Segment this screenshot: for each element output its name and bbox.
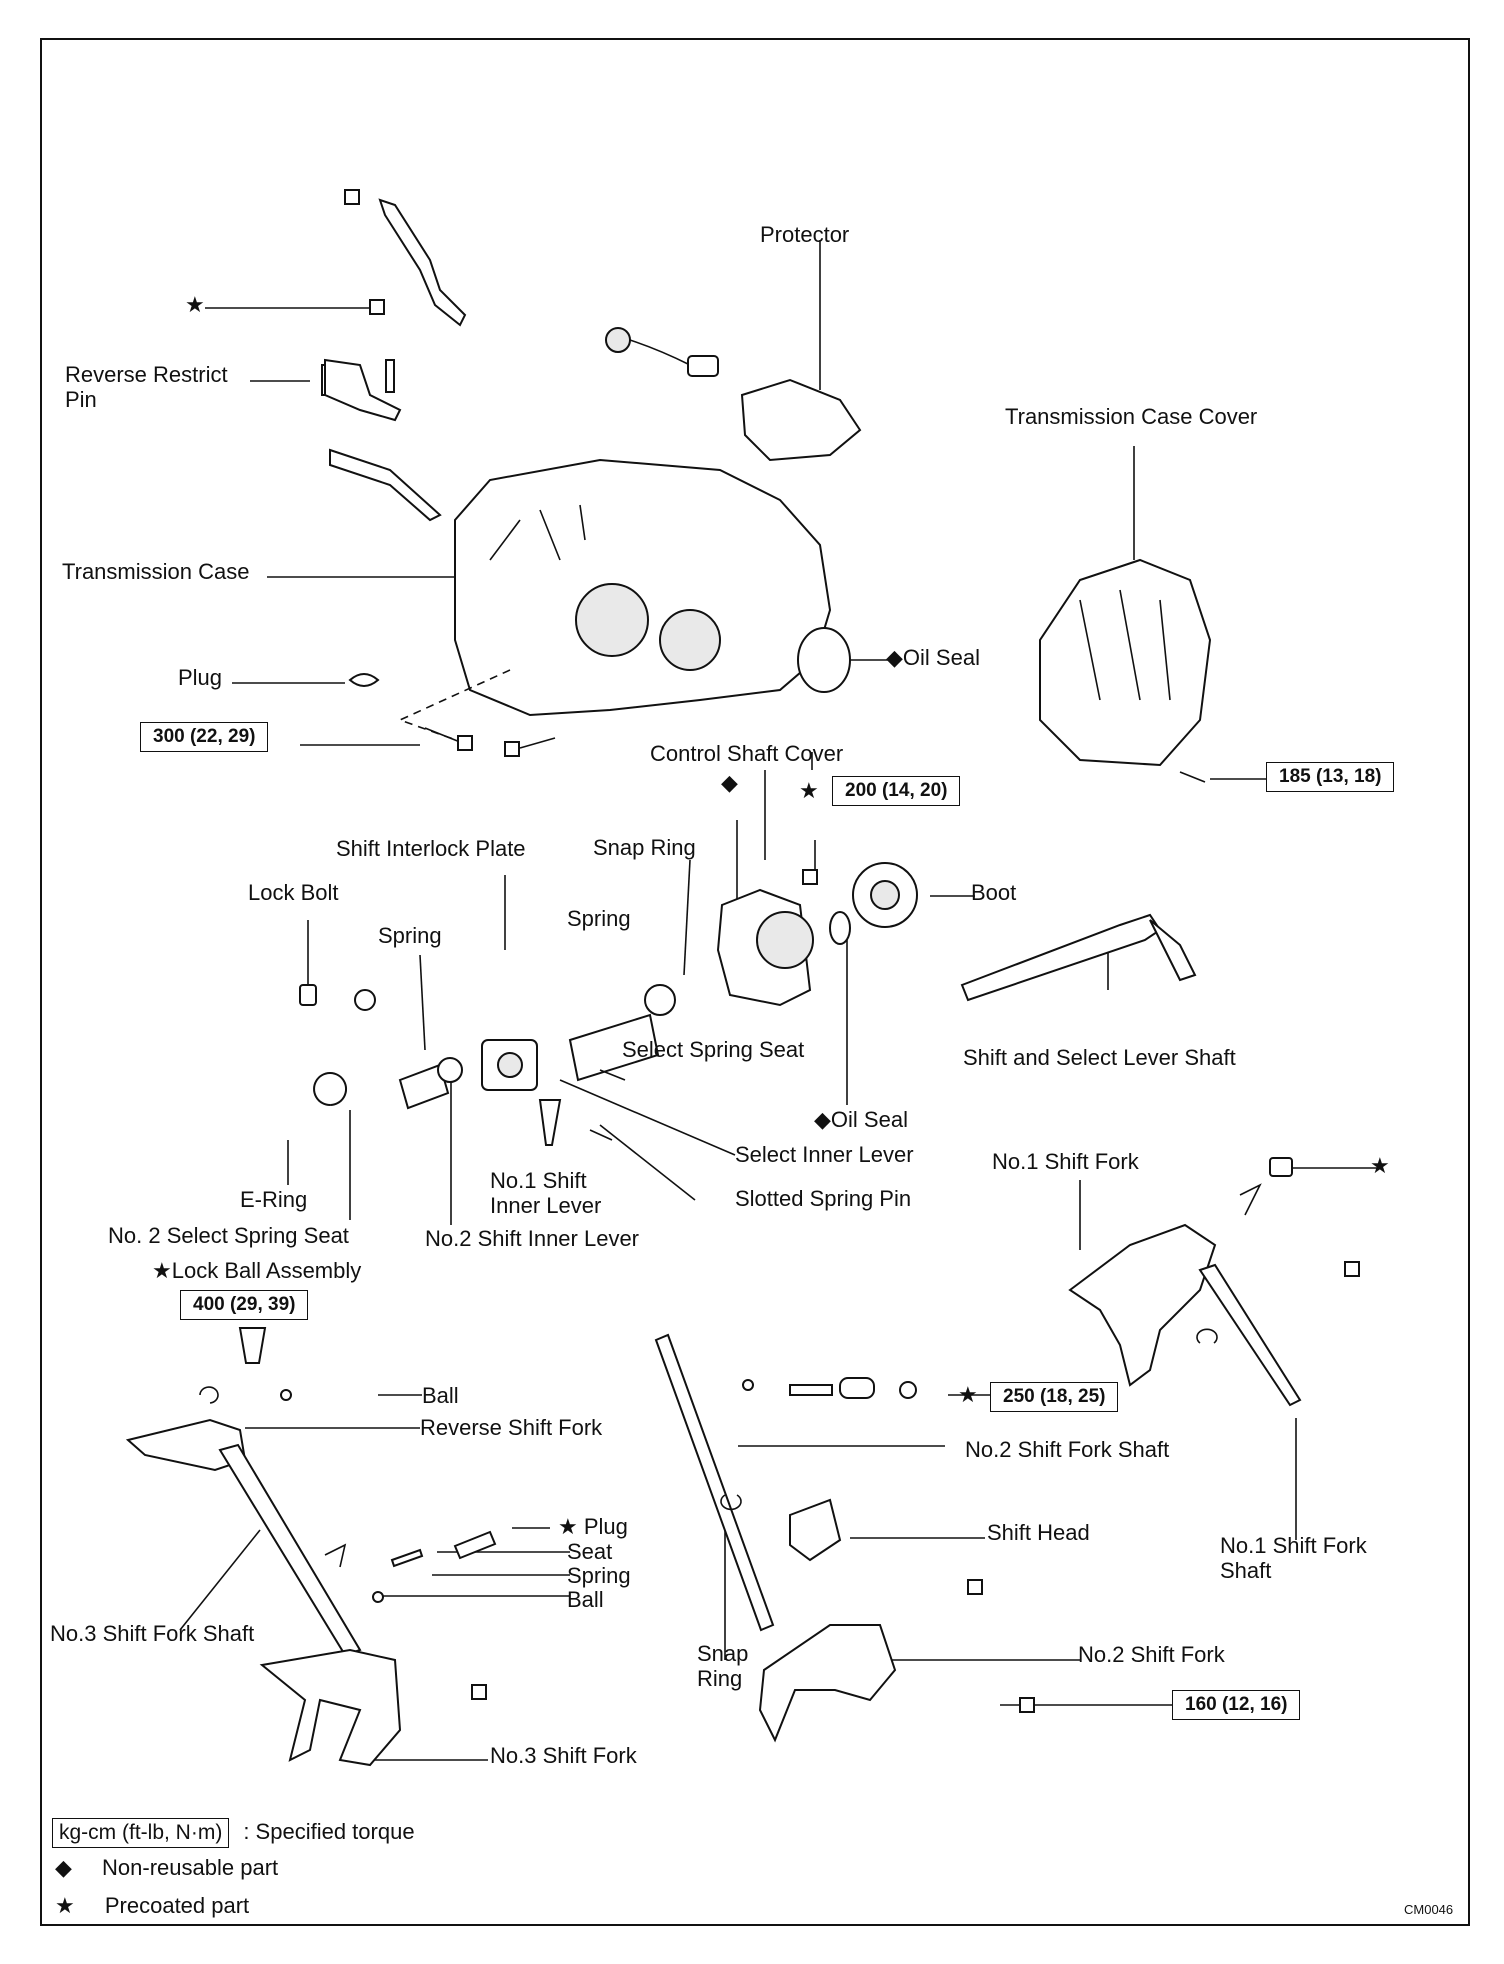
diamond-icon: ◆	[814, 1107, 831, 1132]
star-icon: ★	[799, 778, 819, 803]
star-icon: ★	[185, 292, 205, 317]
legend-diamond: ◆ Non-reusable part	[55, 1855, 278, 1881]
label-no2-shift-fork: No.2 Shift Fork	[1078, 1642, 1225, 1667]
label-ball-lower: Ball	[567, 1587, 604, 1612]
label-shift-head: Shift Head	[987, 1520, 1090, 1545]
legend-diamond-desc: Non-reusable part	[102, 1855, 279, 1880]
label-no1-shift-fork: No.1 Shift Fork	[992, 1149, 1139, 1174]
star-icon: ★	[958, 1382, 978, 1407]
label-spring-lower: Spring	[567, 1563, 631, 1588]
leader-lines	[179, 240, 1380, 1761]
label-snap-ring-top: Snap Ring	[593, 835, 696, 860]
label-no2-shift-inner-lever: No.2 Shift Inner Lever	[425, 1226, 640, 1251]
diagram-frame	[40, 38, 1470, 1926]
torque-box-250: 250 (18, 25)	[990, 1382, 1119, 1412]
label-reverse-shift-fork: Reverse Shift Fork	[420, 1415, 603, 1440]
lower-fork-parts	[125, 1327, 917, 1767]
label-control-shaft-cover: Control Shaft Cover	[650, 741, 844, 766]
label-ball-top: Ball	[422, 1383, 459, 1408]
bolt-drawings	[344, 189, 1360, 1713]
label-transmission-case-cover: Transmission Case Cover	[1005, 404, 1258, 429]
diamond-icon: ◆	[55, 1855, 72, 1880]
label-select-inner-lever: Select Inner Lever	[735, 1142, 914, 1167]
star-icon: ★	[55, 1893, 75, 1918]
label-select-spring-seat: Select Spring Seat	[622, 1037, 805, 1062]
label-no2-select-spring-seat: No. 2 Select Spring Seat	[108, 1223, 349, 1248]
legend-torque: kg-cm (ft-lb, N·m) : Specified torque	[52, 1818, 415, 1848]
label-boot: Boot	[971, 880, 1017, 905]
star-icon: ★	[1370, 1153, 1390, 1178]
torque-box-185: 185 (13, 18)	[1266, 762, 1395, 792]
label-spring-mid: Spring	[567, 906, 631, 931]
diamond-icon: ◆	[886, 645, 903, 670]
transmission-case-cover-drawing	[1039, 558, 1212, 767]
label-no3-shift-fork-shaft: No.3 Shift Fork Shaft	[50, 1621, 255, 1646]
label-shift-interlock-plate: Shift Interlock Plate	[336, 836, 526, 861]
label-spring-left: Spring	[378, 923, 442, 948]
label-lock-bolt: Lock Bolt	[248, 880, 339, 905]
legend-star: ★ Precoated part	[55, 1893, 249, 1919]
torque-box-160: 160 (12, 16)	[1172, 1690, 1301, 1720]
torque-box-200: 200 (14, 20)	[832, 776, 961, 806]
label-oil-seal-case: ◆Oil Seal	[886, 645, 980, 670]
star-icon: ★	[152, 1258, 172, 1283]
torque-box-300: 300 (22, 29)	[140, 722, 269, 752]
label-lock-ball-assembly: ★Lock Ball Assembly	[152, 1258, 362, 1283]
label-oil-seal-control: ◆Oil Seal	[814, 1107, 908, 1132]
figure-code: CM0046	[1404, 1902, 1454, 1917]
reverse-lever-parts	[321, 198, 719, 522]
label-plug: Plug	[178, 665, 223, 690]
legend-torque-desc: : Specified torque	[243, 1819, 415, 1844]
label-no2-shift-fork-shaft: No.2 Shift Fork Shaft	[965, 1437, 1170, 1462]
label-slotted-spring-pin: Slotted Spring Pin	[735, 1186, 912, 1211]
label-protector: Protector	[760, 222, 850, 247]
label-plug-lower: ★ Plug	[558, 1514, 628, 1539]
label-shift-select-lever-shaft: Shift and Select Lever Shaft	[963, 1045, 1236, 1070]
control-shaft-parts	[716, 862, 1197, 1007]
label-transmission-case: Transmission Case	[62, 559, 250, 584]
label-reverse-restrict-pin: Reverse Restrict Pin	[65, 362, 228, 412]
shift-mechanism-parts	[299, 984, 676, 1146]
label-no1-shift-inner-lever: No.1 Shift Inner Lever	[490, 1168, 602, 1218]
label-snap-ring-lower: Snap Ring	[697, 1641, 749, 1691]
legend-star-desc: Precoated part	[104, 1893, 250, 1918]
no1-fork-parts	[1068, 1157, 1302, 1407]
protector-drawing	[740, 378, 862, 462]
label-no3-shift-fork: No.3 Shift Fork	[490, 1743, 637, 1768]
torque-box-400: 400 (29, 39)	[180, 1290, 309, 1320]
star-icon: ★	[558, 1514, 578, 1539]
label-no1-shift-fork-shaft: No.1 Shift Fork Shaft	[1220, 1533, 1367, 1583]
transmission-case-drawing	[397, 458, 851, 746]
legend-torque-unit: kg-cm (ft-lb, N·m)	[52, 1818, 230, 1848]
label-e-ring: E-Ring	[240, 1187, 308, 1212]
label-seat: Seat	[567, 1539, 613, 1564]
diamond-icon: ◆	[721, 770, 738, 795]
